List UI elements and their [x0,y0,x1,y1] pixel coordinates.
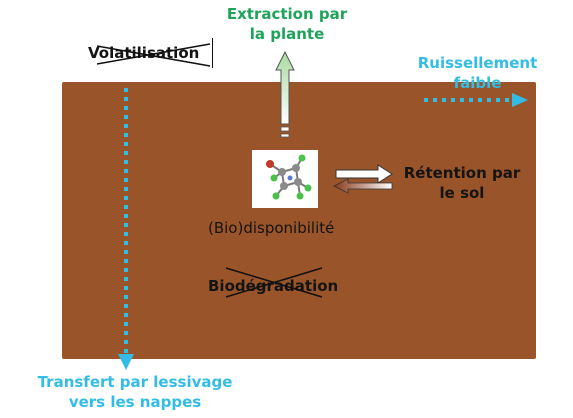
retention-line-1: Rétention par [403,164,521,182]
extraction-line-1: Extraction par [226,5,348,23]
double-arrow-icon [333,164,393,194]
volatilisation-cross [96,43,211,67]
biodegradation-cross [225,267,323,298]
transfert-line-1: Transfert par lessivage [37,373,233,391]
retention-line-2: le sol [439,184,485,202]
dotted-right-arrow-icon [424,93,528,107]
soil-block [62,82,536,359]
extraction-line-2: la plante [249,25,325,43]
transfert-label: Transfert par lessivage vers les nappes [20,372,250,412]
extraction-label: Extraction par la plante [212,4,362,44]
up-arrow-icon [275,50,295,138]
ruissellement-label: Ruissellement faible [405,53,550,93]
dotted-down-arrow-icon [118,88,134,370]
biodisponibilite-label: (Bio)disponibilité [208,219,335,237]
text-cursor [212,38,213,68]
biodegradation-label: Biodégradation [208,277,339,295]
ruissellement-line-1: Ruissellement [417,54,538,72]
ruissellement-line-2: faible [453,74,502,92]
molecule-icon [252,150,318,208]
transfert-line-2: vers les nappes [68,393,202,411]
volatilisation-label: Volatilisation [88,44,200,62]
retention-label: Rétention par le sol [392,163,532,203]
